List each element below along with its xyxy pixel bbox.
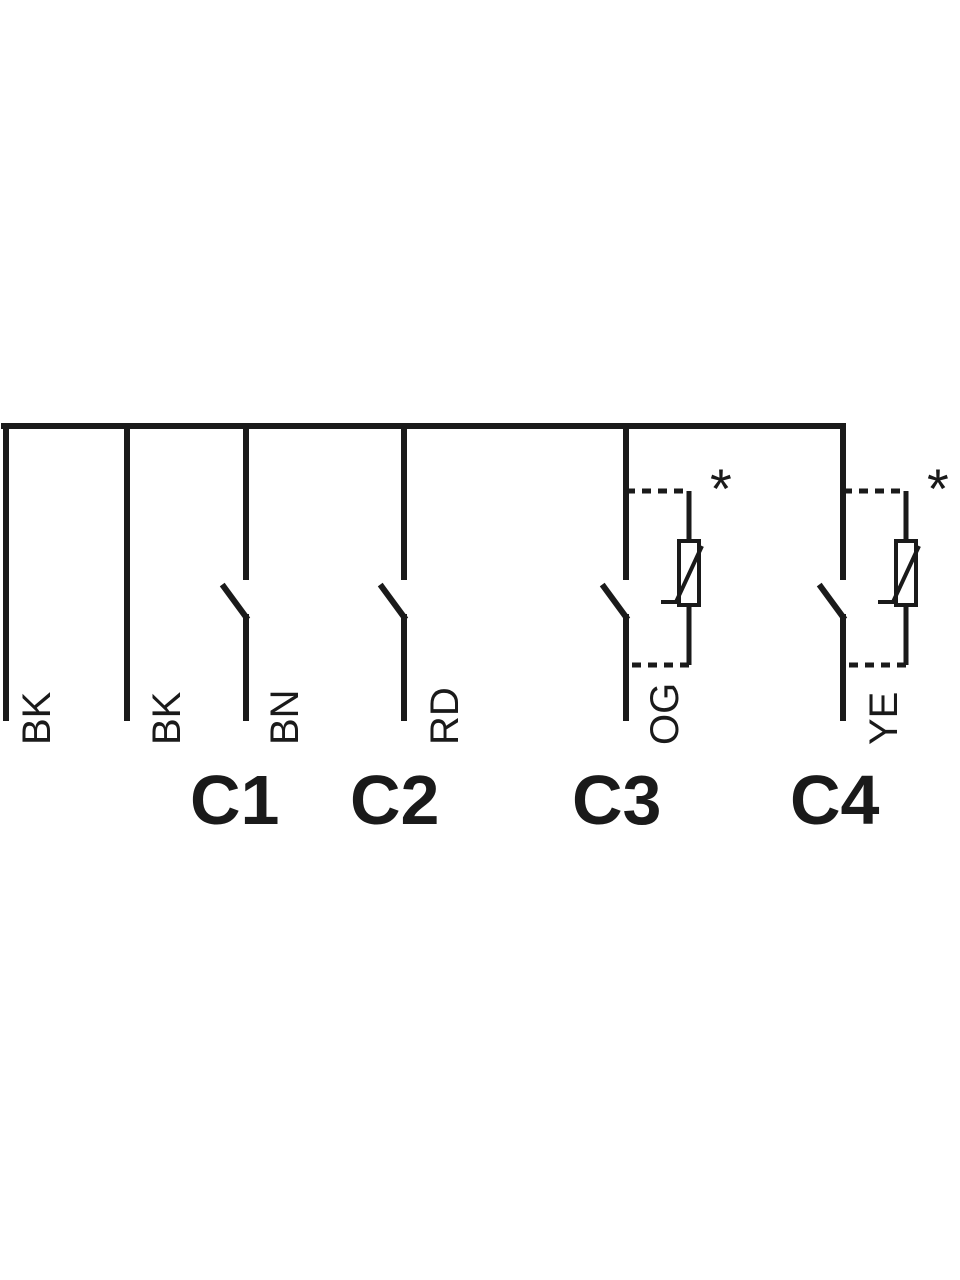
wire-label-ye: YE: [862, 692, 906, 745]
c3-note-asterisk: *: [710, 457, 732, 520]
contact-c2-switch: [377, 423, 409, 721]
varistor-c4: [843, 488, 921, 668]
contact-label-c3: C3: [572, 761, 661, 839]
contact-label-c1: C1: [190, 761, 279, 839]
varistor-c3: [626, 488, 704, 668]
wire-label-bk-1: BK: [15, 691, 59, 745]
wire-label-rd: RD: [423, 687, 467, 745]
wire-label-bn: BN: [263, 689, 307, 745]
wire-label-bk-2: BK: [145, 691, 189, 745]
contact-c4-switch: [816, 423, 848, 721]
contact-label-c4: C4: [790, 761, 880, 839]
wire-label-og: OG: [643, 683, 687, 745]
contact-c3-switch: [599, 423, 631, 721]
contact-label-c2: C2: [350, 761, 439, 839]
c4-note-asterisk: *: [927, 457, 949, 520]
contact-c1-switch: [219, 423, 251, 721]
